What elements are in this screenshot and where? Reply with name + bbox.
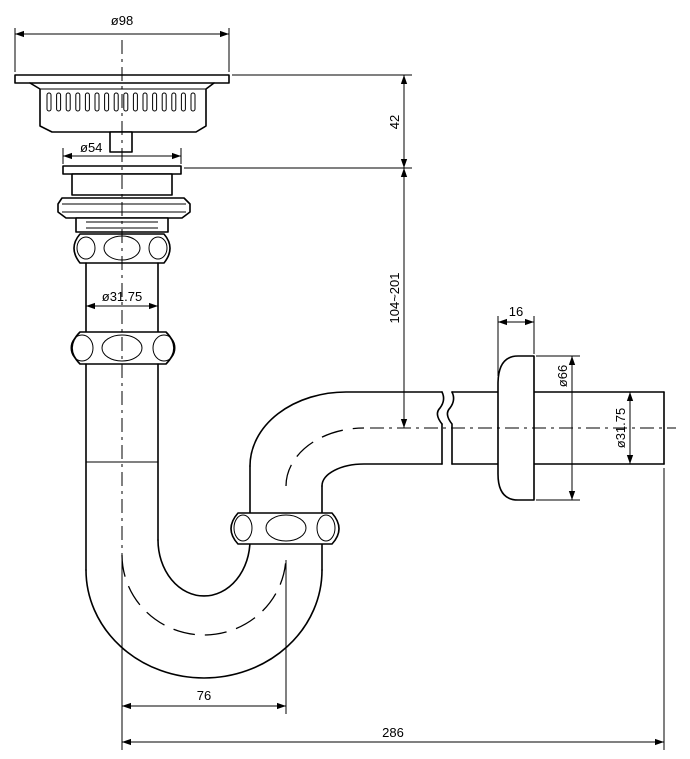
- basket-slots: [46, 92, 196, 112]
- basket-slot: [104, 92, 110, 112]
- escutcheon-thickness-label: 16: [509, 304, 523, 319]
- flange-diameter-label: ø54: [80, 140, 102, 155]
- total-length-label: 286: [382, 725, 404, 740]
- vertical-pipe-diameter-label: ø31.75: [102, 289, 142, 304]
- trap-slip-nut: [230, 512, 340, 545]
- basket-slot: [65, 92, 71, 112]
- basket-slot: [75, 92, 81, 112]
- basket-slot: [142, 92, 148, 112]
- adjust-range-label: 104~201: [387, 273, 402, 324]
- basket-slot: [171, 92, 177, 112]
- middle-slip-nut: [70, 331, 176, 365]
- basket-slot: [84, 92, 90, 112]
- dimension-labels: ø98 42 ø54 ø31.75 104~201 16 ø66 ø31.75 …: [80, 13, 628, 740]
- basket-slot: [152, 92, 158, 112]
- center-lines: [121, 40, 676, 680]
- horizontal-pipe-diameter-label: ø31.75: [613, 408, 628, 448]
- drain-flange: [57, 165, 191, 233]
- basket-slot: [94, 92, 100, 112]
- basket-slot: [113, 92, 119, 112]
- basket-slot: [161, 92, 167, 112]
- tail-pipe: [85, 262, 159, 333]
- basket-slot: [46, 92, 52, 112]
- strainer-height-label: 42: [387, 115, 402, 129]
- trap-width-label: 76: [197, 688, 211, 703]
- escutcheon-diameter-label: ø66: [555, 365, 570, 387]
- basket-slot: [123, 92, 129, 112]
- dimension-lines: [14, 28, 665, 750]
- basket-slot: [180, 92, 186, 112]
- strainer-diameter-label: ø98: [111, 13, 133, 28]
- basket-slot: [56, 92, 62, 112]
- basket-slot: [132, 92, 138, 112]
- basket-slot: [190, 92, 196, 112]
